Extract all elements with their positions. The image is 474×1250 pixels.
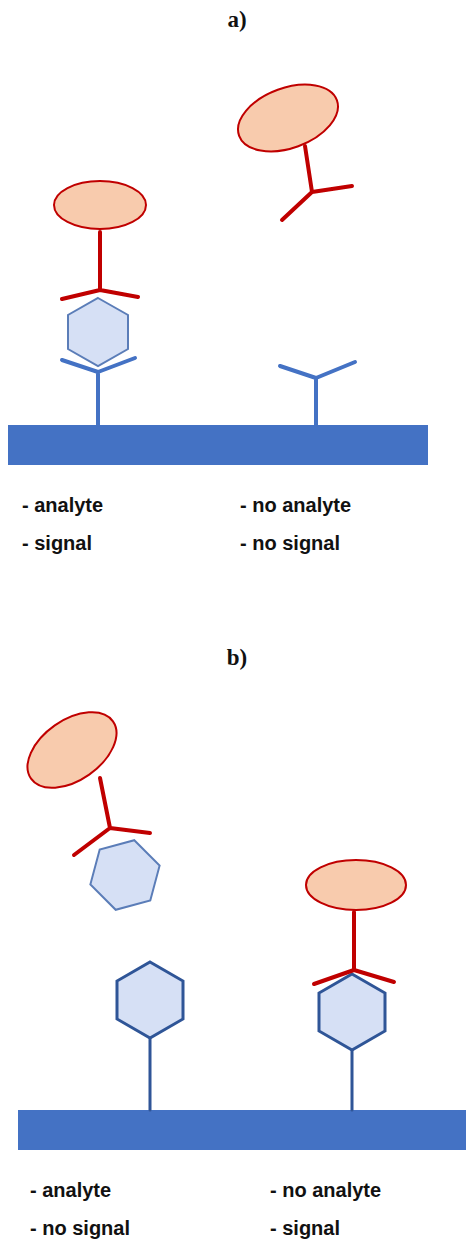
result-text: - no signal [30, 1216, 130, 1240]
antigen-stem [149, 1038, 152, 1110]
result-text: - signal [22, 531, 92, 555]
result-text: - no signal [240, 531, 340, 555]
detection-antibody [314, 912, 394, 984]
free-analyte [86, 832, 165, 918]
capture-antibody [280, 362, 355, 425]
condition-text: - no analyte [270, 1178, 381, 1202]
capture-antibody [62, 358, 135, 425]
detection-antibody [282, 146, 352, 220]
immobilized-antigen [319, 974, 385, 1050]
enzyme-label [306, 860, 406, 910]
immobilized-antigen [117, 962, 183, 1038]
antigen-stem [351, 1050, 354, 1110]
solid-surface [8, 425, 428, 465]
condition-text: - analyte [22, 493, 103, 517]
solid-surface [18, 1110, 466, 1150]
result-text: - signal [270, 1216, 340, 1240]
enzyme-label [54, 181, 146, 229]
condition-text: - no analyte [240, 493, 351, 517]
enzyme-label [14, 697, 130, 804]
panel-label: b) [0, 646, 474, 670]
capture-antibody [62, 358, 355, 425]
analyte-hexagon [68, 298, 128, 366]
antigen-stem [150, 1038, 352, 1110]
enzyme-label [229, 72, 347, 164]
condition-text: - analyte [30, 1178, 111, 1202]
detection-antibody [62, 232, 138, 299]
panel-label: a) [0, 8, 474, 32]
